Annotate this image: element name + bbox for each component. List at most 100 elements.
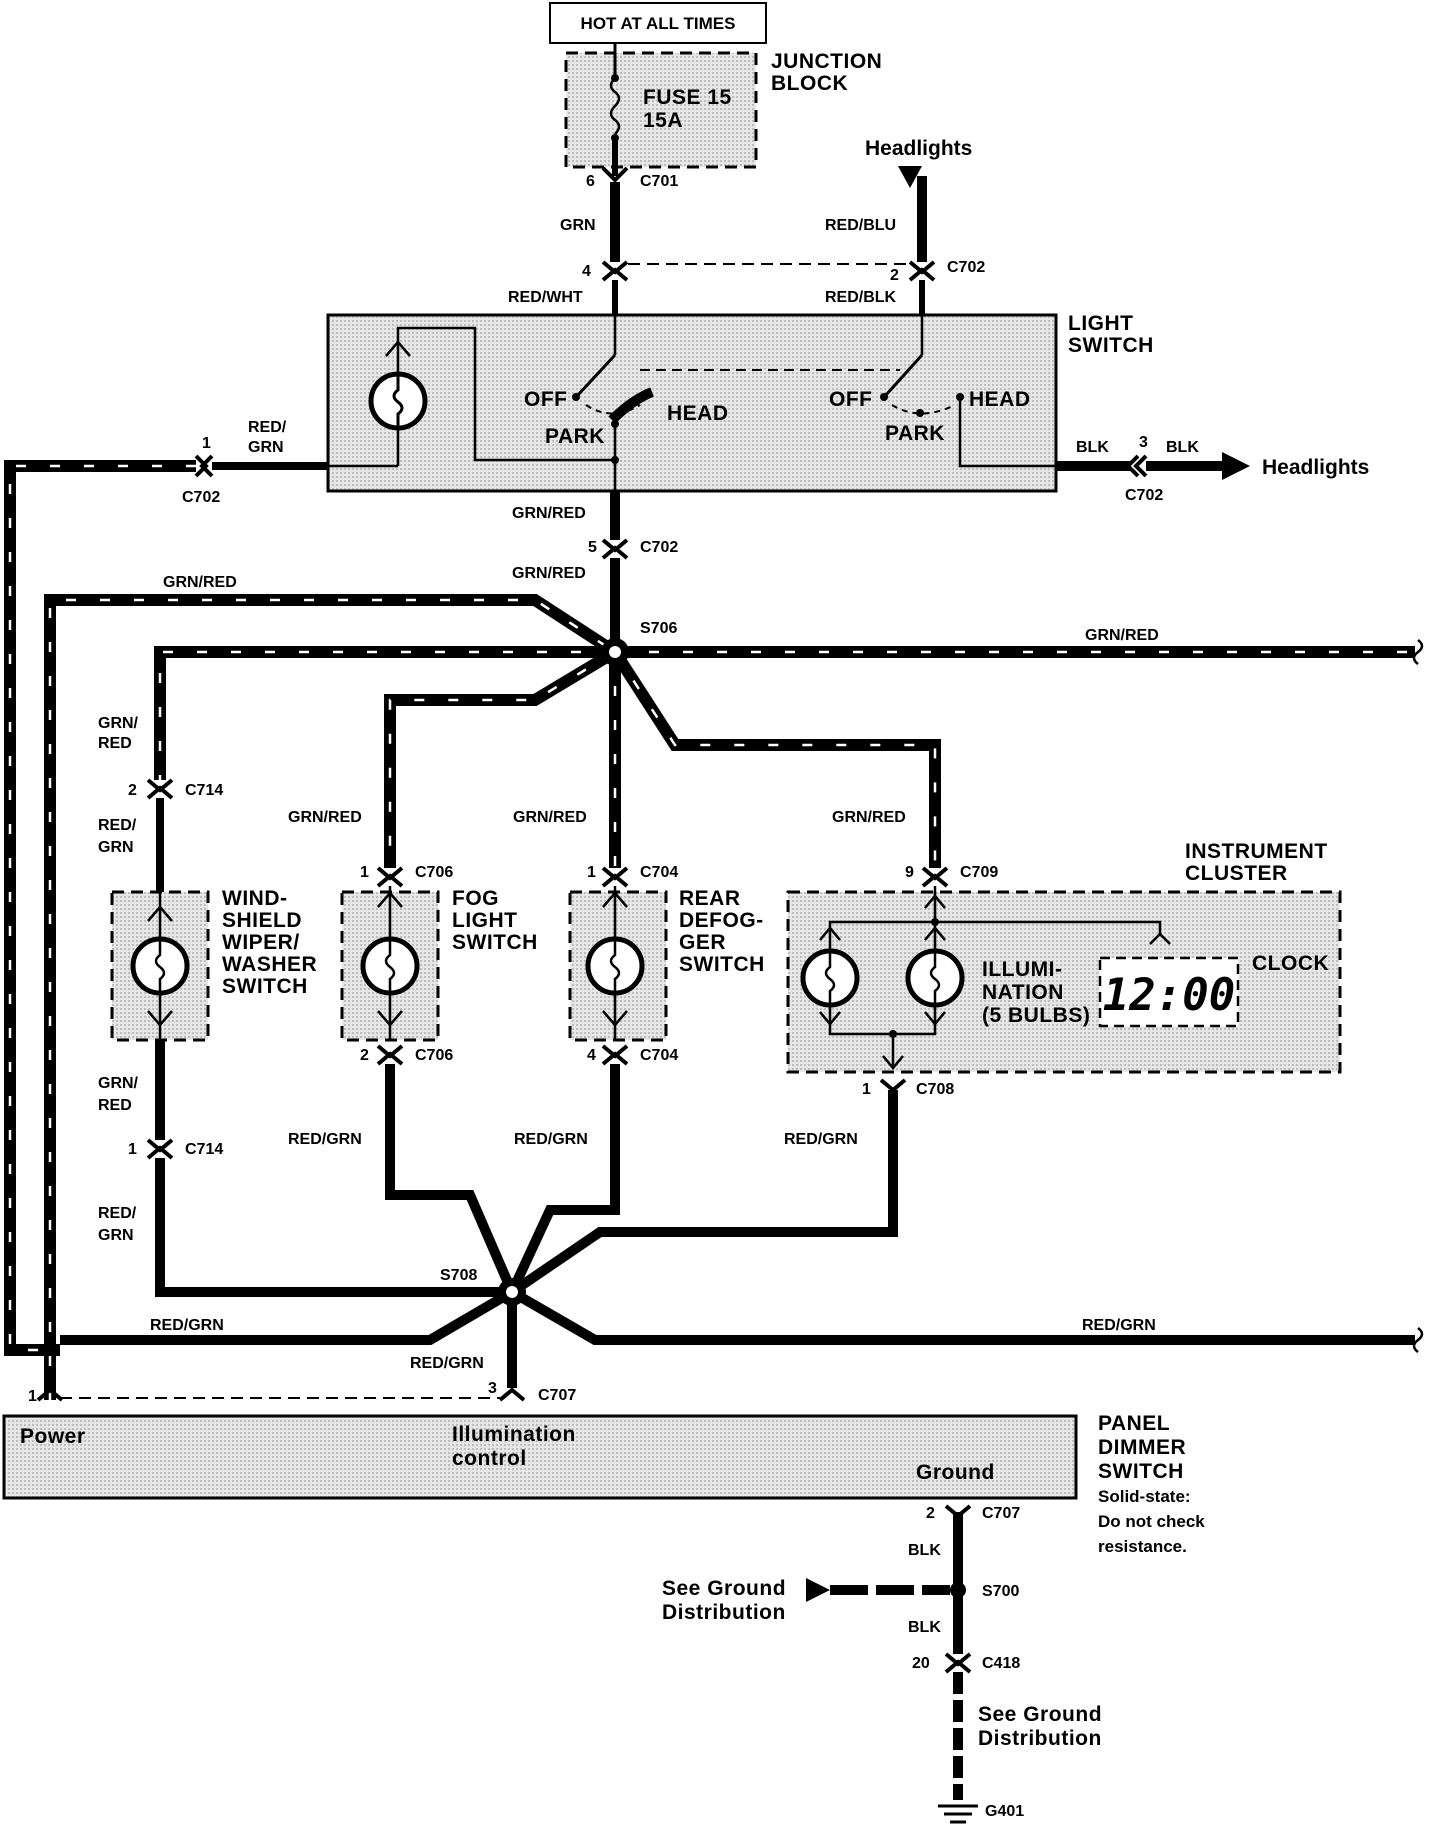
ls-left-off-contact: [572, 393, 580, 401]
wire-red-grn-ws-b-label-2: GRN: [98, 1227, 134, 1244]
headlights-right-label: Headlights: [1262, 456, 1369, 479]
c704-top-label: C704: [640, 864, 678, 881]
hot-at-all-times-label: HOT AT ALL TIMES: [581, 14, 736, 33]
c708-pin1-connector: [879, 1078, 907, 1093]
cluster-bulb-left-filament-icon: [819, 952, 841, 1026]
c418-label: C418: [982, 1655, 1020, 1672]
ls-right-blade: [884, 353, 924, 397]
c707-pin2: 2: [926, 1505, 935, 1522]
ls-head-left: HEAD: [667, 402, 729, 425]
light-switch: [326, 313, 1058, 493]
c714-bottom-label: C714: [185, 1141, 223, 1158]
dimmer-ground-label: Ground: [916, 1461, 995, 1484]
light-switch-lamp-filament-icon: [392, 374, 404, 428]
ls-left-park-node-2: [611, 456, 619, 464]
c708-pin1: 1: [862, 1081, 871, 1098]
dimmer-illum-label-2: control: [452, 1447, 527, 1470]
wire-red-grn-ls-label-1: RED/: [248, 419, 287, 436]
wire-red-grn-fog-label: RED/GRN: [288, 1131, 362, 1148]
s706-splice-center: [609, 646, 621, 658]
wire-grn-red-def-label: GRN/RED: [513, 809, 587, 826]
c702-pin5-connector: [601, 538, 629, 560]
c707-pin3-connector: [498, 1387, 526, 1402]
wire-red-grn-ws-label-2: GRN: [98, 839, 134, 856]
c714-pin1-connector: [146, 1138, 174, 1160]
c702-top-label: C702: [947, 259, 985, 276]
wire-grn-red-fog-label: GRN/RED: [288, 809, 362, 826]
c714-top-label: C714: [185, 782, 223, 799]
c707-power-pin: 1: [28, 1388, 37, 1405]
cluster-arrow-top-left-icon: [819, 926, 841, 941]
wire-grn-red-left-label: GRN/RED: [163, 574, 237, 591]
wire-grn-red-ws-b-label-1: GRN/: [98, 1075, 139, 1092]
fog-switch-label-3: SWITCH: [452, 931, 538, 954]
windshield-switch-label-3: WIPER/: [222, 931, 300, 954]
cluster-internal-wiring: [828, 886, 1162, 1068]
wire-blk-2-label: BLK: [908, 1619, 941, 1636]
c702-pin4-connector: [601, 260, 629, 282]
windshield-switch-label-2: SHIELD: [222, 909, 302, 932]
panel-dimmer-switch: [2, 1414, 1078, 1500]
fog-switch-label-2: LIGHT: [452, 909, 518, 932]
windshield-switch-label-1: WIND-: [222, 887, 287, 910]
c706-pin2-connector: [376, 1044, 404, 1066]
c418-pin20: 20: [912, 1655, 930, 1672]
wire-red-grn-left-loop-stripe: [8, 464, 196, 1352]
ground-distribution-1-line-1: See Ground: [662, 1577, 786, 1600]
c714-pin2-connector: [146, 778, 174, 800]
defogger-switch-label-3: GER: [679, 931, 726, 954]
c704-pin1-connector: [601, 866, 629, 888]
wire-red-grn-ls-label-2: GRN: [248, 439, 284, 456]
wire-blk-ls-label: BLK: [1076, 439, 1109, 456]
c714-pin2: 2: [128, 782, 137, 799]
c714-pin1: 1: [128, 1141, 137, 1158]
light-switch-title: LIGHT: [1068, 312, 1134, 335]
ls-park-right: PARK: [885, 422, 945, 445]
c702-pin2-connector: [908, 260, 936, 282]
c706-pin1: 1: [360, 864, 369, 881]
cluster-illum-label-3: (5 BULBS): [982, 1004, 1090, 1027]
c702-pin3-connector: [1125, 454, 1148, 478]
ground-distribution-1-line-2: Distribution: [662, 1601, 786, 1624]
c707-pin3: 3: [488, 1380, 497, 1397]
c702-pin4: 4: [582, 263, 591, 280]
c708-label: C708: [916, 1081, 954, 1098]
cluster-node-bottom: [889, 1030, 897, 1038]
c701-pin: 6: [586, 173, 595, 190]
wire-red-grn-ws-b-label-1: RED/: [98, 1205, 137, 1222]
headlights-arrow-icon: [1222, 452, 1250, 480]
c702-pin5: 5: [588, 539, 597, 556]
c704-pin1: 1: [587, 864, 596, 881]
c418-pin20-connector: [944, 1652, 972, 1674]
ground-distribution-2-line-1: See Ground: [978, 1703, 1102, 1726]
ls-right-park-node: [916, 409, 924, 417]
instrument-cluster: [786, 890, 1342, 1074]
panel-dimmer-title-3: SWITCH: [1098, 1460, 1184, 1483]
c701-label: C701: [640, 173, 678, 190]
s706-label: S706: [640, 620, 677, 637]
wire-red-wht-label: RED/WHT: [508, 289, 583, 306]
light-switch-lamp-feed: [396, 326, 615, 462]
panel-dimmer-note-2: Do not check: [1098, 1512, 1205, 1531]
wire-red-grn-left-label: RED/GRN: [150, 1317, 224, 1334]
g401-label: G401: [985, 1803, 1024, 1820]
c709-pin9-connector: [921, 866, 949, 888]
ls-off-left: OFF: [524, 388, 568, 411]
dimmer-power-label: Power: [20, 1425, 86, 1448]
defogger-switch-label-1: REAR: [679, 887, 741, 910]
panel-dimmer-note-1: Solid-state:: [1098, 1487, 1191, 1506]
junction-block-title-2: BLOCK: [771, 72, 848, 95]
ls-head-right: HEAD: [969, 388, 1031, 411]
hot-at-all-times-box: [549, 2, 767, 44]
c704-pin4-connector: [601, 1044, 629, 1066]
ground-distribution-1-arrow-icon: [806, 1578, 830, 1602]
windshield-switch-label-4: WASHER: [222, 953, 317, 976]
ls-right-off-contact: [880, 393, 888, 401]
wire-grn-red-ls-label: GRN/RED: [512, 505, 586, 522]
panel-dimmer-title-2: DIMMER: [1098, 1436, 1186, 1459]
light-switch-title-2: SWITCH: [1068, 334, 1154, 357]
s708-label: S708: [440, 1267, 477, 1284]
fog-switch-label-1: FOG: [452, 887, 499, 910]
junction-block-title: JUNCTION: [771, 50, 882, 73]
